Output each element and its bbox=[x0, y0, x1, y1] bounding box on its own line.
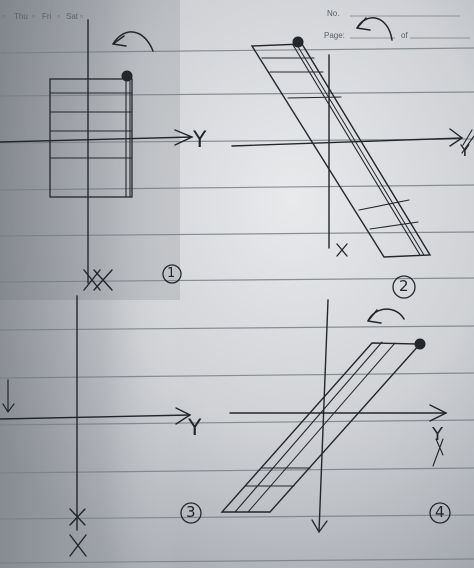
day-label-thu: Thu bbox=[14, 12, 28, 21]
sketch-4-y-label: Y bbox=[432, 424, 443, 445]
sketch-2-y-arrow-icon bbox=[449, 128, 464, 147]
sketch-3-horizontal-axis bbox=[0, 414, 191, 420]
day-checkbox-end: ▫ bbox=[80, 12, 83, 21]
sketch-2 bbox=[231, 17, 474, 299]
day-checkbox-sat: ▫ bbox=[57, 12, 60, 21]
day-checkbox-thu: ▫ bbox=[2, 12, 5, 21]
sketch-1-rotate-arrow-icon bbox=[112, 31, 154, 52]
sketch-3-down-arrow-icon bbox=[2, 379, 15, 414]
no-label: No. bbox=[327, 9, 340, 18]
sketch-3-x-mark-icon bbox=[69, 508, 87, 557]
notebook-header: ▫ Thu ▫ Fri ▫ Sat ▫ bbox=[0, 0, 474, 21]
sketch-1-y-arrow-icon bbox=[174, 129, 194, 146]
day-label-fri: Fri bbox=[42, 12, 52, 21]
day-label-sat: Sat bbox=[66, 12, 79, 21]
sketch-3 bbox=[0, 295, 202, 557]
sketch-3-number-circle bbox=[180, 502, 202, 524]
sketch-4-number: 4 bbox=[435, 503, 445, 521]
sketch-1 bbox=[0, 19, 194, 291]
sketch-2-x-mark-icon bbox=[336, 243, 348, 257]
sketch-3-y-label: Y bbox=[188, 416, 202, 441]
sketch-1-pivot-dot bbox=[121, 70, 133, 82]
sketch-3-y-arrow-icon bbox=[175, 407, 192, 425]
sketch-2-number-circle bbox=[392, 275, 416, 299]
day-checkbox-fri: ▫ bbox=[32, 12, 35, 21]
sketch-4-pivot-dot bbox=[414, 338, 426, 350]
of-label: of bbox=[401, 31, 408, 40]
sketch-4-y-arrow-icon bbox=[429, 404, 448, 422]
page-label: Page: bbox=[324, 31, 345, 40]
sketch-4-vertical-axis bbox=[318, 299, 329, 533]
sketch-1-number-circle bbox=[162, 264, 182, 284]
sketch-1-horizontal-axis bbox=[0, 136, 193, 143]
sketch-1-rectangle bbox=[49, 78, 133, 198]
sketch-4-sheared-grid bbox=[220, 342, 422, 513]
sketch-1-x-mark-icon bbox=[83, 269, 113, 291]
sketch-2-pivot-dot bbox=[292, 36, 304, 48]
shadow-top-left bbox=[0, 0, 180, 300]
header-rules bbox=[350, 15, 470, 39]
sketch-1-number: 1 bbox=[167, 266, 176, 281]
sketch-2-sheared-grid bbox=[250, 43, 432, 258]
sketch-2-number: 2 bbox=[399, 277, 409, 295]
ruled-lines bbox=[0, 47, 474, 564]
sketch-1-y-label: Y bbox=[193, 128, 207, 153]
sketch-2-y-label: Y bbox=[460, 141, 470, 160]
sketch-4 bbox=[220, 299, 451, 534]
sketch-2-horizontal-axis bbox=[231, 137, 463, 147]
sketch-4-number-circle bbox=[429, 502, 451, 524]
sketch-3-number: 3 bbox=[186, 503, 196, 521]
